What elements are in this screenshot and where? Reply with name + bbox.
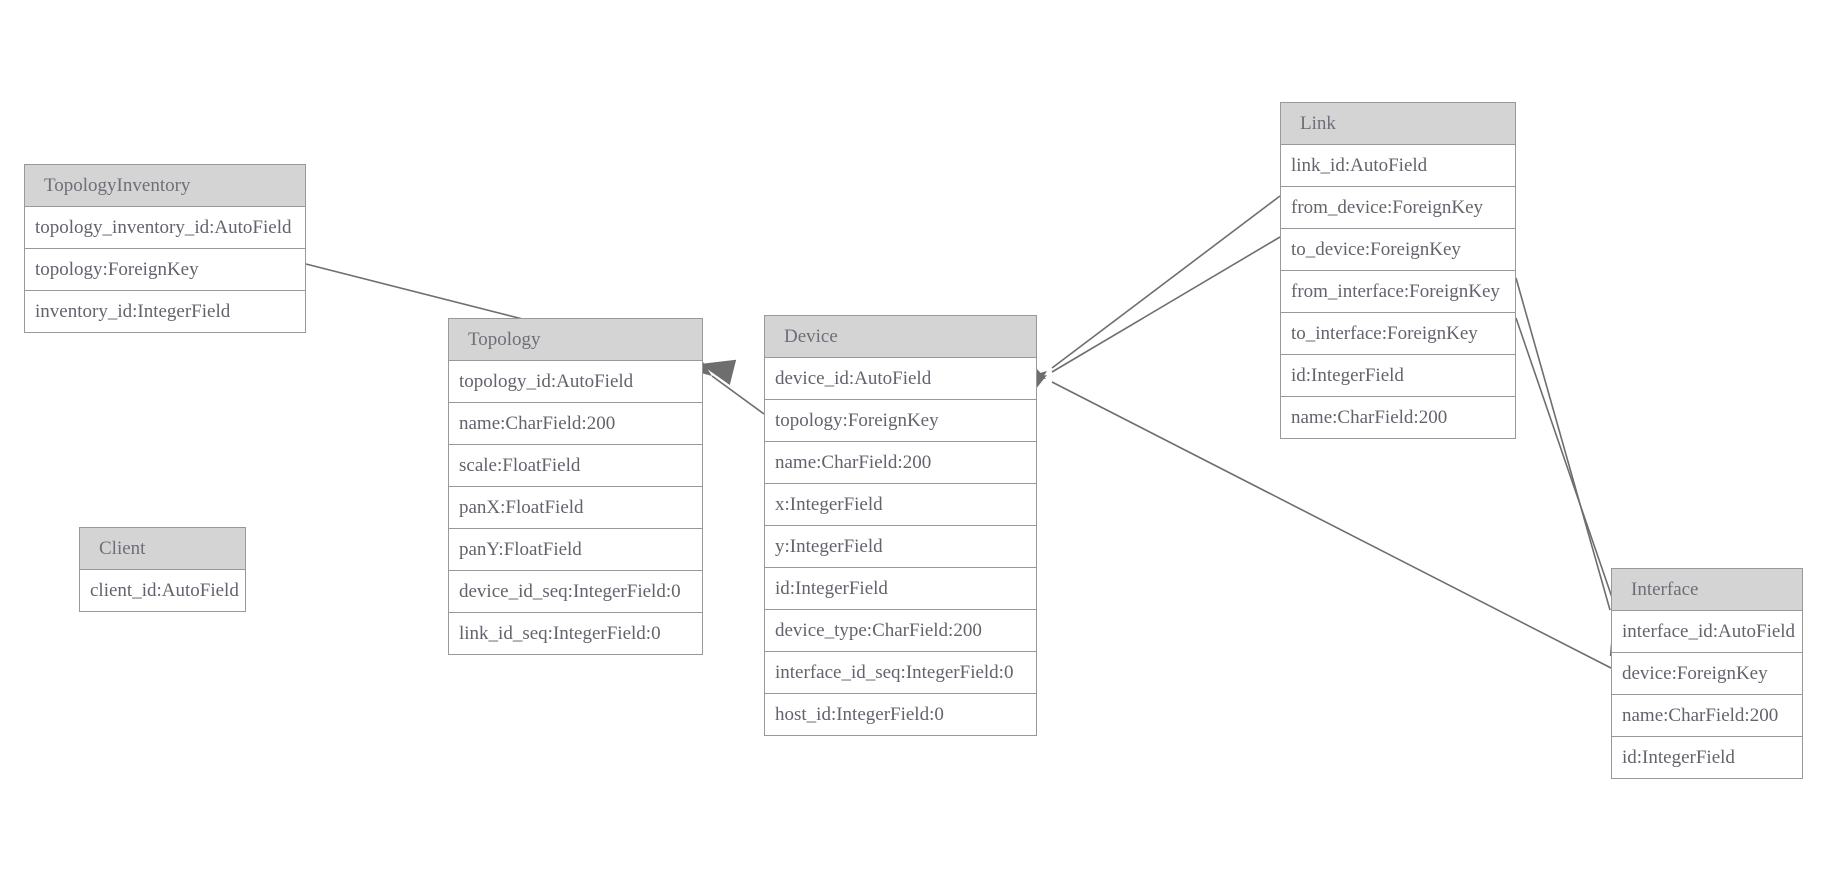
entity-field-row[interactable]: link_id:AutoField — [1281, 145, 1515, 187]
entity-field-row[interactable]: topology_inventory_id:AutoField — [25, 207, 305, 249]
entity-field-row[interactable]: interface_id_seq:IntegerField:0 — [765, 652, 1036, 694]
entity-field-row[interactable]: topology:ForeignKey — [765, 400, 1036, 442]
entity-field-row[interactable]: y:IntegerField — [765, 526, 1036, 568]
entity-header-client: Client — [80, 528, 245, 570]
entity-field-row[interactable]: name:CharField:200 — [765, 442, 1036, 484]
entity-field-row[interactable]: to_interface:ForeignKey — [1281, 313, 1515, 355]
relationship-link-from_device-device — [1012, 195, 1281, 402]
entity-field-row[interactable]: topology:ForeignKey — [25, 249, 305, 291]
entity-field-row[interactable]: host_id:IntegerField:0 — [765, 694, 1036, 735]
entity-field-row[interactable]: id:IntegerField — [1281, 355, 1515, 397]
relationship-line — [1051, 236, 1281, 373]
relationship-link-to_device-device — [1011, 236, 1281, 404]
relationship-line — [1051, 195, 1281, 369]
entity-field-row[interactable]: from_interface:ForeignKey — [1281, 271, 1515, 313]
entity-field-row[interactable]: client_id:AutoField — [80, 570, 245, 611]
entity-field-row[interactable]: scale:FloatField — [449, 445, 702, 487]
entity-field-row[interactable]: inventory_id:IntegerField — [25, 291, 305, 332]
entity-field-row[interactable]: device:ForeignKey — [1612, 653, 1802, 695]
entity-field-row[interactable]: id:IntegerField — [765, 568, 1036, 610]
entity-header-device: Device — [765, 316, 1036, 358]
entity-field-row[interactable]: to_device:ForeignKey — [1281, 229, 1515, 271]
entity-field-row[interactable]: name:CharField:200 — [1612, 695, 1802, 737]
relationship-line — [1515, 277, 1611, 611]
entity-field-row[interactable]: topology_id:AutoField — [449, 361, 702, 403]
entity-header-topology: Topology — [449, 319, 702, 361]
entity-field-row[interactable]: name:CharField:200 — [1281, 397, 1515, 438]
entity-field-row[interactable]: device_id:AutoField — [765, 358, 1036, 400]
entity-field-row[interactable]: device_type:CharField:200 — [765, 610, 1036, 652]
entity-fields-client: client_id:AutoField — [80, 570, 245, 611]
relationship-line — [1515, 317, 1618, 613]
entity-field-row[interactable]: from_device:ForeignKey — [1281, 187, 1515, 229]
entity-field-row[interactable]: x:IntegerField — [765, 484, 1036, 526]
entity-header-link: Link — [1281, 103, 1515, 145]
entity-header-interface: Interface — [1612, 569, 1802, 611]
relationship-line — [711, 375, 765, 415]
entity-field-row[interactable]: name:CharField:200 — [449, 403, 702, 445]
entity-field-row[interactable]: panX:FloatField — [449, 487, 702, 529]
entity-field-row[interactable]: interface_id:AutoField — [1612, 611, 1802, 653]
entity-field-row[interactable]: link_id_seq:IntegerField:0 — [449, 613, 702, 654]
entity-header-topology_inventory: TopologyInventory — [25, 165, 305, 207]
entity-field-row[interactable]: device_id_seq:IntegerField:0 — [449, 571, 702, 613]
entity-field-row[interactable]: id:IntegerField — [1612, 737, 1802, 778]
entity-field-row[interactable]: panY:FloatField — [449, 529, 702, 571]
